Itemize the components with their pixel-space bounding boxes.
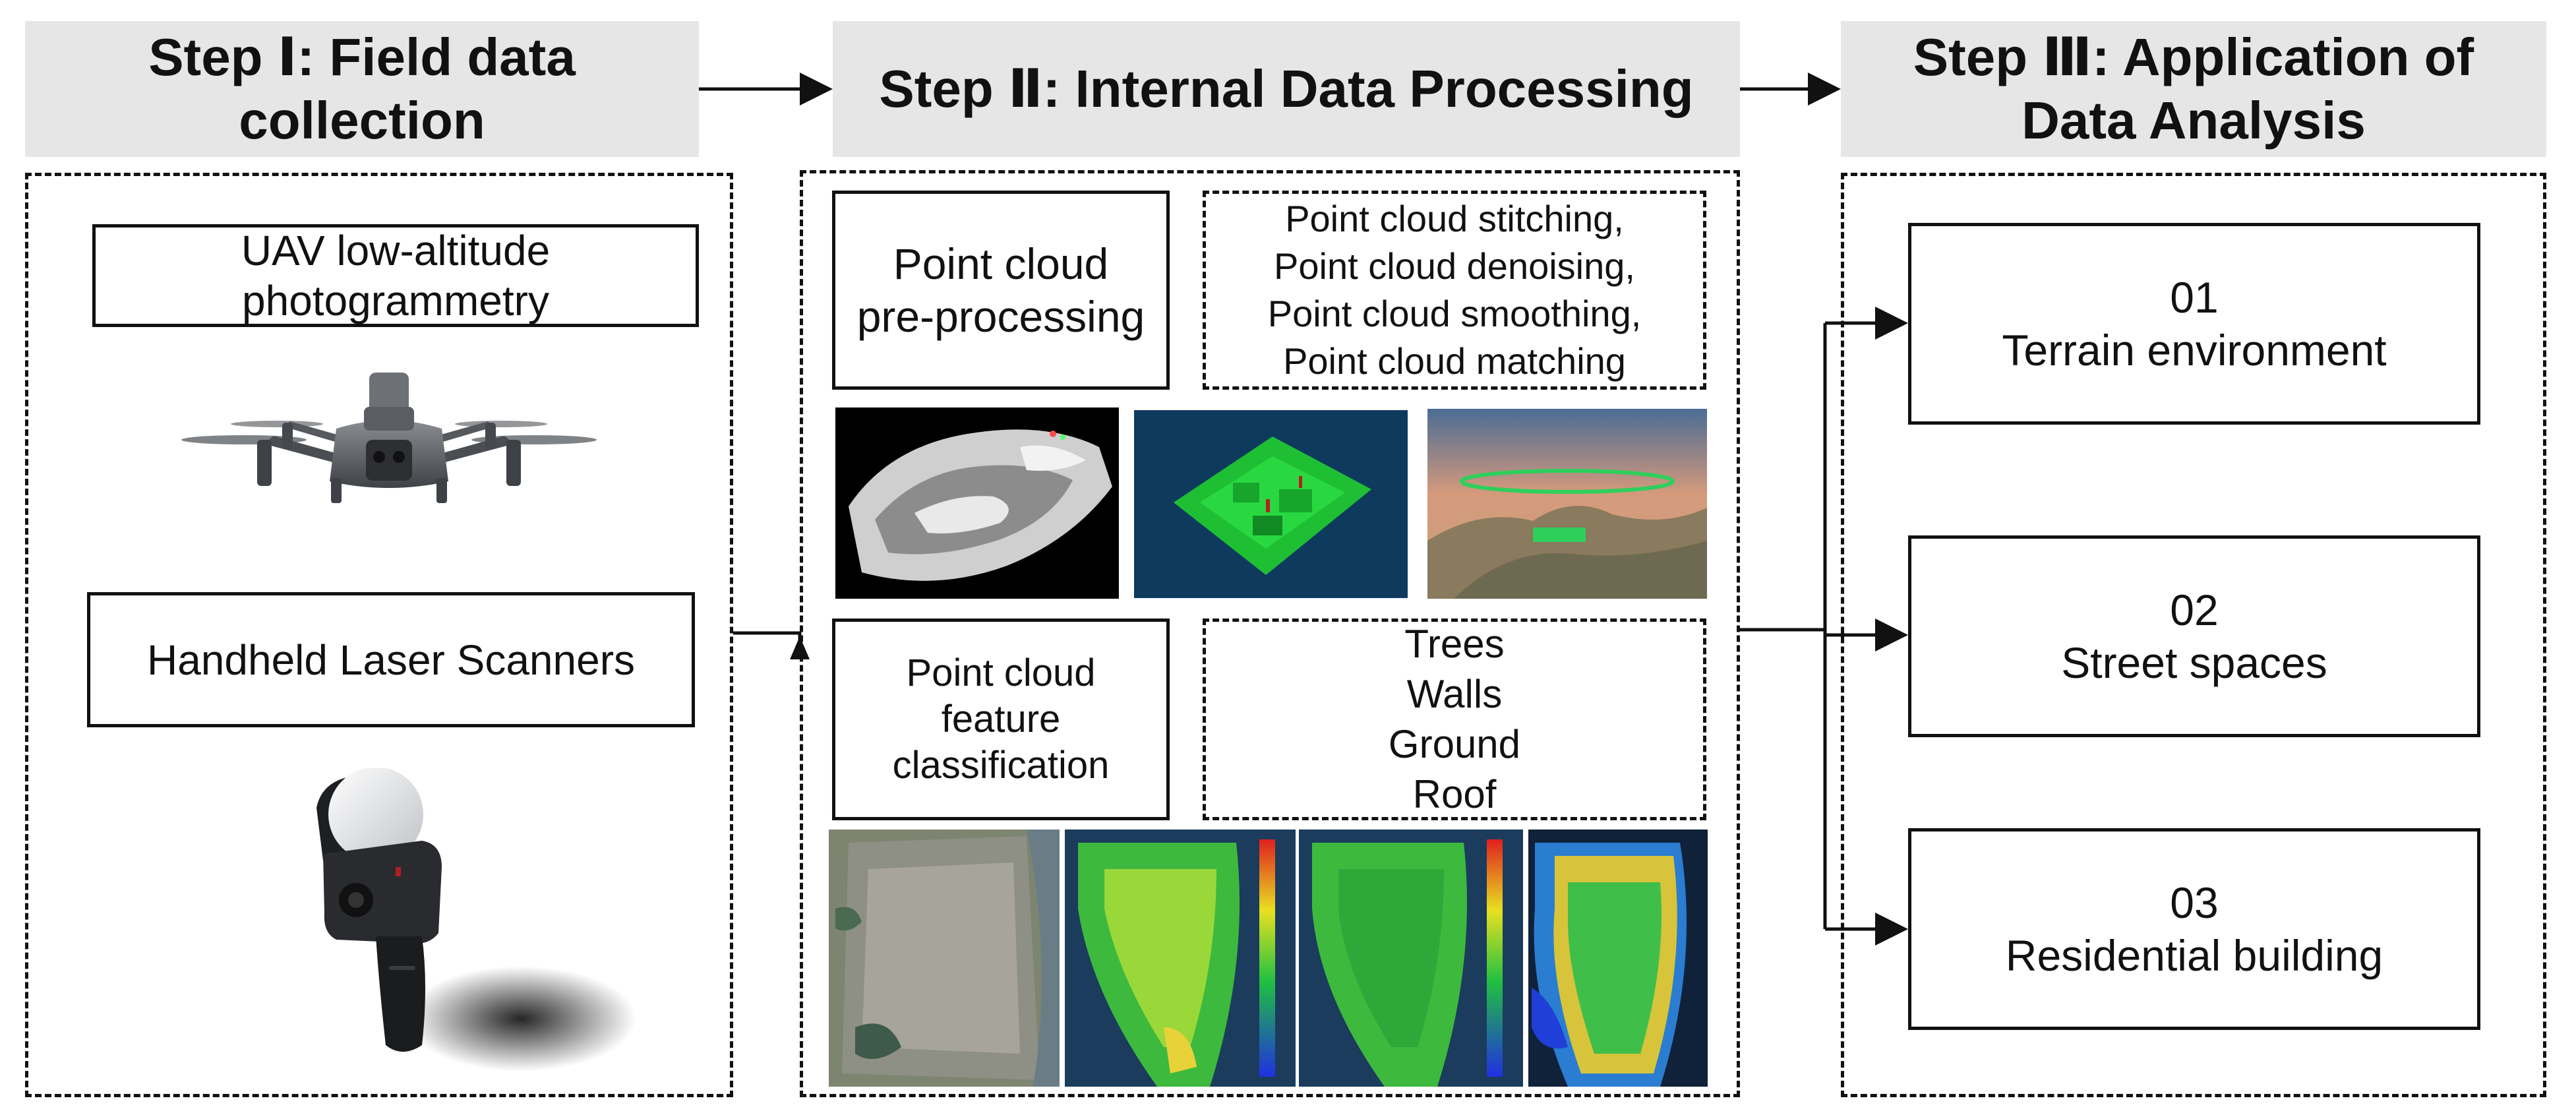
aerial-photo-image xyxy=(829,830,1060,1087)
arrow-panel2-head xyxy=(790,636,810,659)
class-roof: Roof xyxy=(1412,772,1497,816)
classification-classes: Trees Walls Ground Roof xyxy=(1203,619,1706,820)
op-matching: Point cloud matching xyxy=(1283,340,1626,382)
uav-label-line2: photogrammetry xyxy=(242,277,549,324)
preprocessing-line1: Point cloud xyxy=(893,239,1109,288)
uav-photogrammetry-box: UAV low-altitude photogrammetry xyxy=(92,224,699,327)
step1-title-line1: Step Ⅰ: Field data xyxy=(148,28,576,86)
step3-header: Step Ⅲ: Application of Data Analysis xyxy=(1841,21,2546,157)
classified-pointcloud-image-3 xyxy=(1528,830,1708,1087)
result-terrain-num: 01 xyxy=(2170,273,2219,322)
pointcloud-grayscale-image xyxy=(835,408,1119,599)
class-walls: Walls xyxy=(1406,672,1503,716)
class-trees: Trees xyxy=(1404,622,1505,666)
pointcloud-terrain-image xyxy=(1427,409,1707,599)
handheld-label: Handheld Laser Scanners xyxy=(146,636,636,684)
preprocessing-line2: pre-processing xyxy=(856,292,1145,341)
op-stitching: Point cloud stitching, xyxy=(1285,198,1624,239)
op-smoothing: Point cloud smoothing, xyxy=(1267,293,1642,334)
arrow-panel1-to-panel2 xyxy=(733,631,802,641)
classification-line1: Point cloud xyxy=(906,651,1096,694)
result-street-box: 02 Street spaces xyxy=(1908,535,2480,737)
handheld-scanner-icon xyxy=(316,768,636,1072)
result-street-num: 02 xyxy=(2170,586,2219,634)
result-residential-num: 03 xyxy=(2170,878,2219,927)
step1-header: Step Ⅰ: Field data collection xyxy=(25,21,699,157)
step1-panel xyxy=(25,173,733,1097)
class-ground: Ground xyxy=(1388,722,1521,766)
step3-title-line2: Data Analysis xyxy=(2022,91,2366,150)
classification-line3: classification xyxy=(892,744,1110,787)
pointcloud-buildings-image xyxy=(1134,410,1408,598)
drone-icon xyxy=(181,373,597,503)
handheld-scanner-box: Handheld Laser Scanners xyxy=(87,592,695,727)
classified-pointcloud-image-1 xyxy=(1065,830,1296,1087)
result-terrain-box: 01 Terrain environment xyxy=(1908,223,2480,425)
uav-label-line1: UAV low-altitude xyxy=(241,227,551,274)
classification-box: Point cloud feature classification xyxy=(832,619,1170,820)
result-residential-box: 03 Residential building xyxy=(1908,828,2480,1030)
classified-pointcloud-image-2 xyxy=(1299,830,1523,1087)
op-denoising: Point cloud denoising, xyxy=(1274,245,1635,287)
result-residential-label: Residential building xyxy=(2005,931,2383,980)
classification-line2: feature xyxy=(941,698,1061,740)
result-terrain-label: Terrain environment xyxy=(2002,326,2387,375)
step1-title-line2: collection xyxy=(239,91,485,150)
step2-title: Step Ⅱ: Internal Data Processing xyxy=(879,59,1694,118)
preprocessing-operations: Point cloud stitching, Point cloud denoi… xyxy=(1203,191,1706,390)
step3-title-line1: Step Ⅲ: Application of xyxy=(1913,28,2474,86)
step2-header: Step Ⅱ: Internal Data Processing xyxy=(833,21,1740,157)
preprocessing-box: Point cloud pre-processing xyxy=(832,191,1170,390)
result-street-label: Street spaces xyxy=(2061,638,2327,687)
